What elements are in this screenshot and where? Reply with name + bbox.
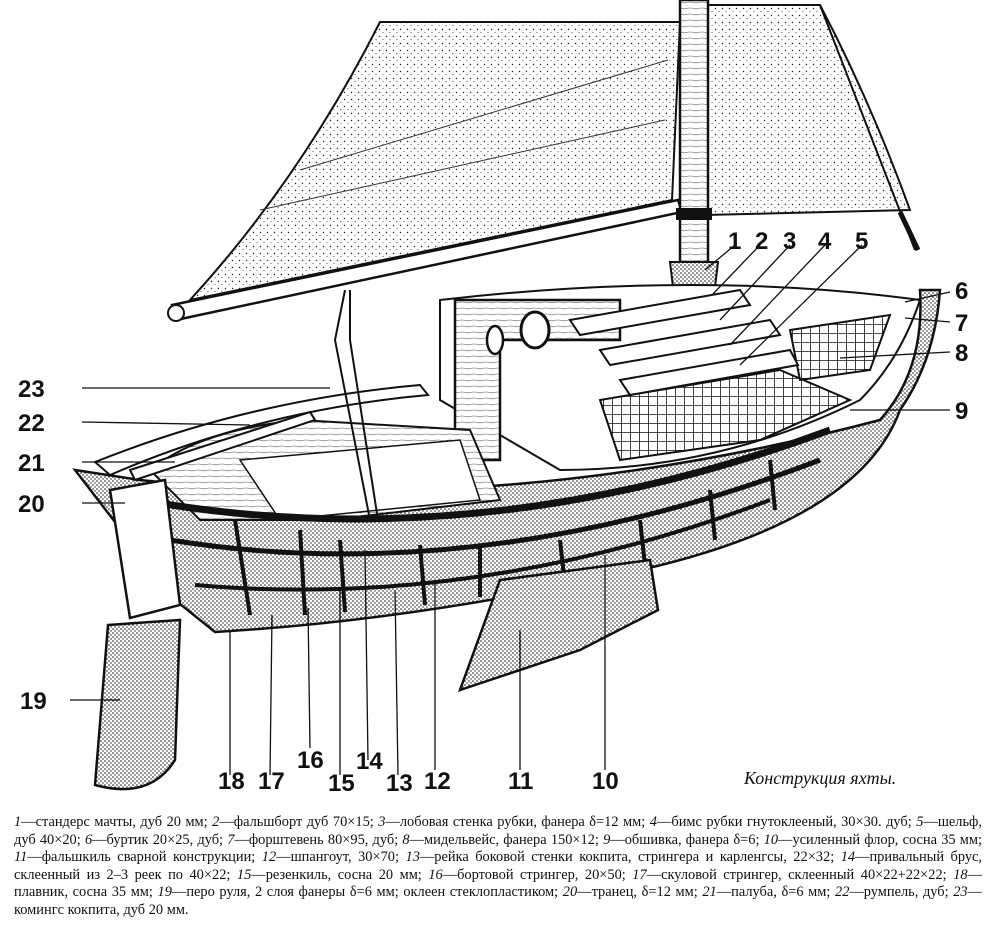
frames [233, 459, 777, 616]
callout-5: 5 [855, 228, 869, 255]
cockpit-coaming [93, 383, 430, 477]
mainsail-seam [299, 59, 669, 171]
jib-sail [698, 4, 912, 217]
callout-4: 4 [818, 228, 832, 255]
callout-6: 6 [955, 278, 969, 305]
legend-item: 17—скуловой стрингер, склеенный 40×22+22… [632, 866, 947, 883]
callout-7: 7 [955, 310, 969, 337]
legend-item: 22—румпель, дуб; [835, 884, 949, 901]
callout-22: 22 [18, 410, 45, 437]
legend-item: 13—рейка боковой стенки кокпита, стринге… [405, 849, 835, 866]
parts-legend: 1—стандерс мачты, дуб 20 мм; 2—фальшборт… [14, 814, 982, 920]
callout-11: 11 [508, 768, 534, 795]
stringer [169, 457, 821, 557]
callout-10: 10 [592, 768, 619, 795]
callout-14: 14 [356, 748, 383, 775]
callout-21: 21 [18, 450, 45, 477]
berth-grid [598, 368, 853, 462]
legend-item: 14—привальный брус, склеенный из 2–3 рее… [14, 849, 983, 883]
callout-2: 2 [755, 228, 769, 255]
mast [678, 0, 710, 267]
tiller [128, 410, 317, 482]
sheer-clamp [139, 426, 832, 523]
legend-item: 7—форштевень 80×95, дуб; [227, 831, 399, 848]
callout-19: 19 [20, 688, 47, 715]
yacht-diagram: 1 2 3 4 5 6 7 8 9 10 11 12 13 14 15 16 1… [18, 0, 969, 797]
mainsheet [333, 289, 371, 521]
legend-item: 10—усиленный флор, сосна 35 мм; [763, 831, 982, 848]
cabin-beam [598, 318, 782, 367]
stay-fitting [897, 210, 921, 252]
legend-item: 6—буртик 20×25, дуб; [84, 831, 224, 848]
legend-item: 19—перо руля, 2 слоя фанеры δ=6 мм; окле… [157, 884, 559, 901]
cabin-beam [568, 288, 752, 337]
callout-16: 16 [297, 747, 324, 774]
porthole [519, 310, 551, 350]
legend-item: 12—шпангоут, 30×70; [261, 849, 400, 866]
callout-13: 13 [386, 770, 413, 797]
callout-9: 9 [955, 398, 969, 425]
legend-item: 21—палуба, δ=6 мм; [702, 884, 831, 901]
legend-item: 2—фальшборт дуб 70×15; [212, 814, 374, 830]
callout-20: 20 [18, 491, 45, 518]
false-keel [457, 558, 660, 693]
legend-item: 3—лобовая стенка рубки, фанера δ=12 мм; [378, 814, 646, 830]
callout-1: 1 [728, 228, 742, 255]
legend-item: 20—транец, δ=12 мм; [562, 884, 698, 901]
legend-item: 23—комингс кокпита, дуб 20 мм. [14, 884, 983, 918]
legend-item: 18—плавник, сосна 35 мм; [14, 866, 982, 901]
mainsail [187, 21, 682, 302]
callout-23: 23 [18, 376, 45, 403]
callout-3: 3 [783, 228, 797, 255]
boom-end [167, 304, 185, 322]
legend-item: 15—резенкиль, сосна 20 мм; [236, 866, 422, 883]
forestay [819, 4, 916, 251]
leader-lines [70, 244, 951, 776]
callout-17: 17 [258, 768, 285, 795]
legend-item: 11—фальшкиль сварной конструкции; [14, 849, 256, 866]
legend-item: 5—шельф, дуб 40×20; [14, 814, 982, 848]
legend-item: 8—мидельвейс, фанера 150×12; [402, 831, 599, 848]
callout-8: 8 [955, 340, 969, 367]
legend-item: 9—обшивка, фанера δ=6; [603, 831, 760, 848]
yacht-drawing [70, 0, 951, 791]
callout-15: 15 [328, 770, 355, 797]
mast-band [676, 208, 712, 220]
mainsail-seam [259, 119, 666, 211]
callout-12: 12 [424, 768, 451, 795]
porthole [485, 324, 505, 356]
legend-item: 1—стандерс мачты, дуб 20 мм; [14, 814, 208, 830]
legend-item: 4—бимс рубки гнутоклееный, 30×30. дуб; [649, 814, 912, 830]
cockpit-floor [238, 439, 482, 521]
figure-caption: Конструкция яхты. [744, 768, 897, 788]
callout-18: 18 [218, 768, 245, 795]
legend-item: 16—бортовой стрингер, 20×50; [428, 866, 626, 883]
rudder-blade [93, 618, 182, 791]
transom [108, 478, 182, 620]
cabin-beam [618, 348, 800, 397]
mainsheet [349, 290, 379, 521]
